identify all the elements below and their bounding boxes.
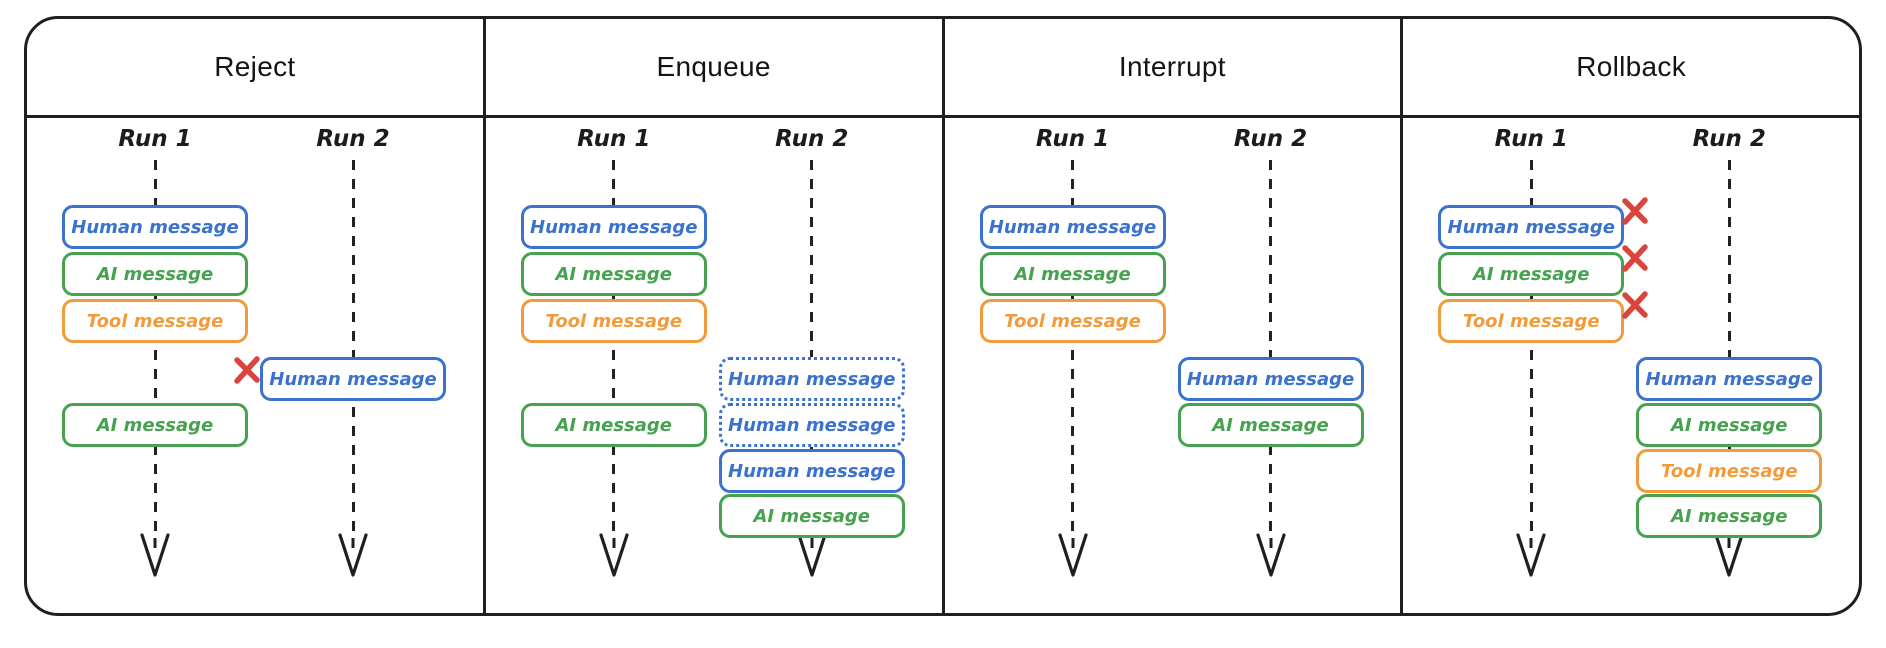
x-mark-icon (234, 356, 260, 384)
message-box-human: Human message (62, 205, 248, 249)
x-mark-icon (1622, 244, 1648, 272)
run-lifeline (1529, 160, 1533, 536)
message-box-tool: Tool message (62, 299, 248, 343)
message-box-tool: Tool message (1636, 449, 1823, 493)
message-box-human: Human message (1636, 357, 1823, 401)
message-box-ai: AI message (62, 403, 248, 447)
run-lifeline (810, 160, 814, 536)
message-box-ai: AI message (520, 252, 707, 296)
run-lifeline (351, 160, 355, 536)
arrow-down-icon (1057, 533, 1088, 577)
panel-header: Reject (27, 19, 483, 118)
message-box-ai: AI message (62, 252, 248, 296)
arrow-down-icon (338, 533, 368, 577)
message-box-human: Human message (520, 205, 707, 249)
message-box-ai: AI message (1177, 403, 1364, 447)
run-label: Run 2 (775, 126, 849, 152)
message-box-human: Human message (1438, 205, 1625, 249)
panel-header: Interrupt (944, 19, 1401, 118)
message-box-tool: Tool message (1438, 299, 1625, 343)
message-box-ai: AI message (1438, 252, 1625, 296)
message-box-tool: Tool message (520, 299, 707, 343)
message-box-tool: Tool message (979, 299, 1166, 343)
panel-title: Enqueue (656, 51, 771, 82)
message-box-human: Human message (718, 449, 905, 493)
arrow-down-icon (599, 533, 629, 577)
run-label: Run 2 (1692, 126, 1766, 152)
run-lifeline (1071, 160, 1074, 536)
run-label: Run 1 (1035, 126, 1110, 152)
x-mark-icon (1622, 291, 1648, 319)
message-box-ai: AI message (1636, 403, 1823, 447)
run-label: Run 1 (1494, 126, 1568, 152)
run-label: Run 2 (1233, 126, 1308, 152)
panel-title: Rollback (1576, 51, 1687, 82)
message-box-human: Human message (260, 357, 446, 401)
message-box-ai: AI message (520, 403, 707, 447)
panel-title: Reject (214, 51, 296, 82)
x-mark-icon (1622, 197, 1648, 225)
run-lifeline (1727, 160, 1731, 536)
arrow-down-icon (1516, 533, 1546, 577)
panel-header: Rollback (1403, 19, 1859, 118)
message-box-ai: AI message (979, 252, 1166, 296)
panel-header: Enqueue (485, 19, 942, 118)
message-box-ai: AI message (718, 494, 905, 538)
arrow-down-icon (1255, 533, 1286, 577)
run-lifeline (612, 160, 616, 536)
message-box-human: Human message (1177, 357, 1364, 401)
run-lifeline (153, 160, 157, 536)
run-label: Run 1 (118, 126, 192, 152)
run-label: Run 1 (577, 126, 651, 152)
arrow-down-icon (140, 533, 170, 577)
message-box-human: Human message (718, 357, 905, 401)
message-box-human: Human message (718, 403, 905, 447)
panel-title: Interrupt (1118, 51, 1226, 82)
run-label: Run 2 (316, 126, 390, 152)
message-box-human: Human message (979, 205, 1166, 249)
arrow-down-icon (1714, 533, 1744, 577)
run-lifeline (1269, 160, 1272, 536)
message-box-ai: AI message (1636, 494, 1823, 538)
arrow-down-icon (797, 533, 827, 577)
